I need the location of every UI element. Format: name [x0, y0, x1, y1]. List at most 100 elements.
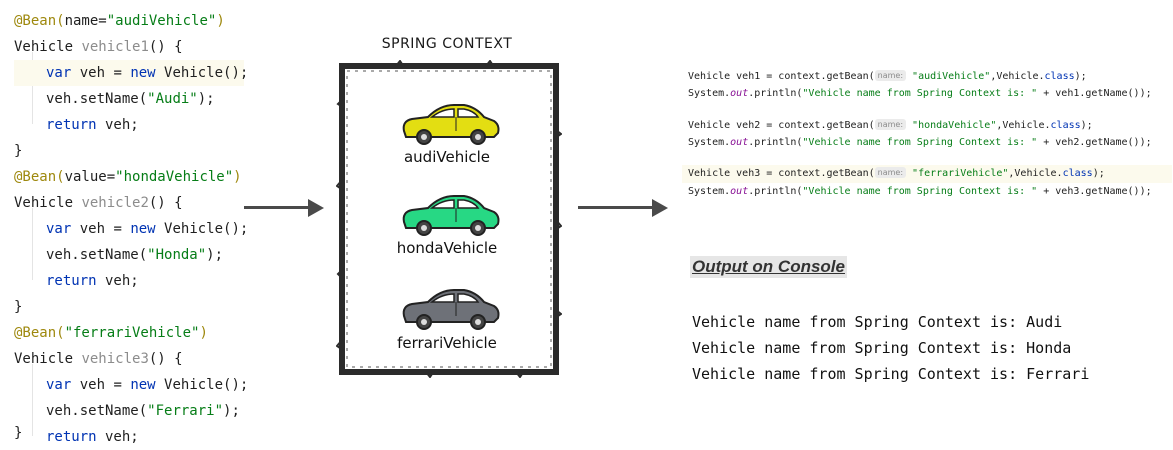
class-ref: ,Vehicle. — [1008, 168, 1063, 179]
var-keyword: var — [46, 65, 72, 81]
method-name: vehicle3 — [81, 351, 149, 367]
console-output-line: Vehicle name from Spring Context is: Aud… — [692, 313, 1063, 331]
indent-guide — [32, 52, 33, 124]
println-call: .println( — [748, 137, 803, 148]
vehicle-name-string: "Honda" — [147, 247, 207, 263]
return-keyword: return — [46, 117, 97, 133]
constructor-call: Vehicle(); — [155, 221, 249, 237]
var-line: var veh = new Vehicle(); — [14, 60, 248, 86]
println-line: System.out.println("Vehicle name from Sp… — [688, 134, 1152, 152]
set-name-close: ); — [206, 247, 224, 263]
set-name-close: ); — [197, 91, 215, 107]
closing-brace: } — [14, 299, 23, 315]
var-keyword: var — [46, 221, 72, 237]
annotation-attr: value= — [64, 169, 116, 185]
class-ref: ,Vehicle. — [990, 71, 1045, 82]
set-name-call: veh.setName( — [46, 403, 148, 419]
message-string: "Vehicle name from Spring Context is: " — [802, 137, 1038, 148]
println-line: System.out.println("Vehicle name from Sp… — [688, 85, 1152, 103]
get-bean-line: Vehicle veh1 = context.getBean(name: "au… — [688, 68, 1087, 86]
bean-name-string: "hondaVehicle" — [906, 120, 997, 131]
indent-guide — [32, 364, 33, 436]
class-keyword: class — [1050, 120, 1081, 131]
out-field: out — [730, 137, 749, 148]
return-type: Vehicle — [14, 39, 82, 55]
method-name: vehicle2 — [81, 195, 149, 211]
bean-annotation-line: @Bean("ferrariVehicle") — [14, 320, 208, 346]
vehicle-name-string: "Ferrari" — [147, 403, 224, 419]
var-keyword: var — [46, 377, 72, 393]
return-type: Vehicle — [14, 195, 82, 211]
out-field: out — [730, 88, 749, 99]
var-assign: veh = — [71, 65, 131, 81]
get-bean-call: Vehicle veh2 = context.getBean( — [688, 120, 875, 131]
set-name-line: veh.setName("Audi"); — [14, 86, 215, 112]
bean-label-honda: hondaVehicle — [396, 239, 498, 257]
bean-name-string: "audiVehicle" — [906, 71, 991, 82]
set-name-line: veh.setName("Ferrari"); — [14, 398, 240, 424]
return-keyword: return — [46, 273, 97, 289]
return-value: veh; — [96, 429, 139, 445]
println-end: + veh3.getName()); — [1037, 186, 1152, 197]
println-call: .println( — [748, 88, 803, 99]
message-string: "Vehicle name from Spring Context is: " — [802, 88, 1038, 99]
return-type: Vehicle — [14, 351, 82, 367]
signature-end: () { — [148, 39, 183, 55]
car-icon — [402, 104, 500, 145]
bean-annotation-line: @Bean(name="audiVehicle") — [14, 8, 225, 34]
closing-brace: } — [14, 143, 23, 159]
signature-end: () { — [148, 195, 183, 211]
return-line: return veh; — [14, 268, 139, 294]
call-end: ); — [1074, 71, 1087, 82]
get-bean-call: Vehicle veh3 = context.getBean( — [688, 168, 875, 179]
param-hint: name: — [874, 167, 907, 178]
system-ref: System. — [688, 137, 731, 148]
car-icon — [402, 195, 500, 236]
new-keyword: new — [130, 377, 156, 393]
return-keyword: return — [46, 429, 97, 445]
vehicle-name-string: "Audi" — [147, 91, 198, 107]
spring-context-title: SPRING CONTEXT — [381, 36, 513, 52]
annotation-attr: name= — [64, 13, 107, 29]
annotation-keyword: @Bean( — [14, 13, 65, 29]
constructor-call: Vehicle(); — [155, 65, 249, 81]
set-name-close: ); — [223, 403, 240, 419]
arrow-to-usage-head — [652, 199, 668, 217]
method-signature-line: Vehicle vehicle2() { — [14, 190, 183, 216]
arrow-to-context — [244, 206, 310, 209]
param-hint: name: — [874, 70, 907, 81]
set-name-line: veh.setName("Honda"); — [14, 242, 223, 268]
annotation-close: ) — [199, 325, 208, 341]
println-call: .println( — [748, 186, 803, 197]
var-assign: veh = — [71, 377, 131, 393]
console-output-line: Vehicle name from Spring Context is: Hon… — [692, 339, 1072, 357]
annotation-close: ) — [216, 13, 225, 29]
class-ref: ,Vehicle. — [996, 120, 1051, 131]
get-bean-call: Vehicle veh1 = context.getBean( — [688, 71, 875, 82]
new-keyword: new — [130, 65, 156, 81]
system-ref: System. — [688, 88, 731, 99]
bean-annotation-line: @Bean(value="hondaVehicle") — [14, 164, 242, 190]
return-value: veh; — [96, 117, 139, 133]
set-name-call: veh.setName( — [46, 91, 148, 107]
return-line: return veh; — [14, 424, 139, 450]
println-line: System.out.println("Vehicle name from Sp… — [688, 183, 1152, 201]
method-signature-line: Vehicle vehicle3() { — [14, 346, 183, 372]
bean-label-audi: audiVehicle — [403, 148, 491, 166]
closing-brace: } — [14, 425, 23, 441]
class-keyword: class — [1062, 168, 1093, 179]
system-ref: System. — [688, 186, 731, 197]
return-value: veh; — [96, 273, 139, 289]
console-output-line: Vehicle name from Spring Context is: Fer… — [692, 365, 1090, 383]
get-bean-line: Vehicle veh3 = context.getBean(name: "fe… — [682, 165, 1172, 183]
get-bean-line: Vehicle veh2 = context.getBean(name: "ho… — [688, 117, 1093, 135]
var-assign: veh = — [71, 221, 131, 237]
arrow-to-context-head — [308, 199, 324, 217]
println-end: + veh2.getName()); — [1037, 137, 1152, 148]
bean-name-string: "ferrariVehicle" — [64, 325, 200, 341]
method-name: vehicle1 — [81, 39, 149, 55]
annotation-close: ) — [233, 169, 242, 185]
output-title: Output on Console — [690, 256, 847, 278]
set-name-call: veh.setName( — [46, 247, 148, 263]
arrow-to-usage — [578, 206, 654, 209]
